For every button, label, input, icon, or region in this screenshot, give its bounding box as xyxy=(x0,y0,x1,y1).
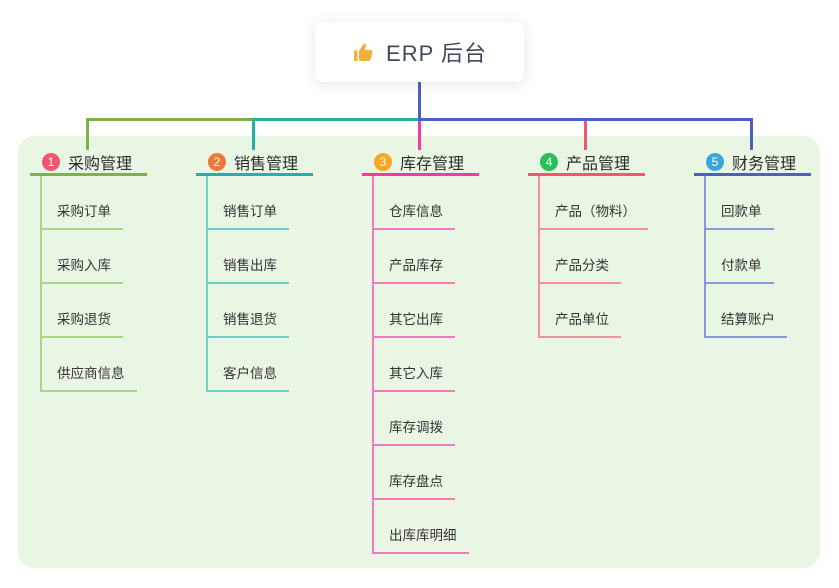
root-node: ERP 后台 xyxy=(315,22,524,82)
child-label: 出库库明细 xyxy=(374,524,469,554)
diagram-panel xyxy=(18,136,820,568)
child-row: 产品（物料） xyxy=(540,176,688,230)
branch-label: 库存管理 xyxy=(400,155,465,173)
connector-branch-drop xyxy=(750,121,753,150)
child-label: 库存盘点 xyxy=(374,470,455,500)
branch-number-badge: 5 xyxy=(706,152,724,171)
branch-title: 4 产品管理 xyxy=(528,150,645,176)
child-label: 销售订单 xyxy=(208,200,289,230)
thumbs-up-icon xyxy=(352,40,376,64)
branch-title: 1 采购管理 xyxy=(30,150,147,176)
child-row: 销售出库 xyxy=(208,230,356,284)
child-row: 回款单 xyxy=(706,176,839,230)
child-row: 结算账户 xyxy=(706,284,839,338)
branch-children: 回款单 付款单 结算账户 xyxy=(704,176,839,338)
child-label: 产品库存 xyxy=(374,254,455,284)
branch-children: 销售订单 销售出库 销售退货 客户信息 xyxy=(206,176,356,392)
child-label: 库存调拨 xyxy=(374,416,455,446)
branch-label: 销售管理 xyxy=(234,155,299,173)
child-row: 采购入库 xyxy=(42,230,190,284)
child-label: 回款单 xyxy=(706,200,774,230)
connector-branch-drop xyxy=(86,121,89,150)
branch-number-badge: 3 xyxy=(374,152,392,171)
child-label: 供应商信息 xyxy=(42,362,137,392)
child-label: 其它入库 xyxy=(374,362,455,392)
child-row: 销售订单 xyxy=(208,176,356,230)
child-label: 付款单 xyxy=(706,254,774,284)
branch-children: 产品（物料） 产品分类 产品单位 xyxy=(538,176,688,338)
connector-branch-drop xyxy=(418,121,421,150)
connector-branch-drop xyxy=(584,121,587,150)
branch-title: 5 财务管理 xyxy=(694,150,811,176)
child-row: 采购退货 xyxy=(42,284,190,338)
child-row: 其它出库 xyxy=(374,284,522,338)
connector-branch-drop xyxy=(252,121,255,150)
child-label: 产品（物料） xyxy=(540,200,648,230)
connector-right-segment xyxy=(418,118,753,121)
child-row: 采购订单 xyxy=(42,176,190,230)
child-row: 销售退货 xyxy=(208,284,356,338)
child-row: 产品分类 xyxy=(540,230,688,284)
branch-label: 产品管理 xyxy=(566,155,631,173)
child-row: 付款单 xyxy=(706,230,839,284)
child-row: 供应商信息 xyxy=(42,338,190,392)
child-label: 采购退货 xyxy=(42,308,123,338)
child-row: 库存盘点 xyxy=(374,446,522,500)
child-row: 出库库明细 xyxy=(374,500,522,554)
child-label: 产品分类 xyxy=(540,254,621,284)
branch-title: 3 库存管理 xyxy=(362,150,479,176)
child-label: 产品单位 xyxy=(540,308,621,338)
child-row: 库存调拨 xyxy=(374,392,522,446)
branch-column: 3 库存管理 仓库信息 产品库存 其它出库 其它入库 库存调拨 库存盘点 出库库… xyxy=(362,150,522,554)
branch-column: 1 采购管理 采购订单 采购入库 采购退货 供应商信息 xyxy=(30,150,190,392)
branch-column: 5 财务管理 回款单 付款单 结算账户 xyxy=(694,150,839,338)
child-label: 仓库信息 xyxy=(374,200,455,230)
child-row: 产品单位 xyxy=(540,284,688,338)
branch-column: 2 销售管理 销售订单 销售出库 销售退货 客户信息 xyxy=(196,150,356,392)
branch-children: 仓库信息 产品库存 其它出库 其它入库 库存调拨 库存盘点 出库库明细 xyxy=(372,176,522,554)
child-label: 采购入库 xyxy=(42,254,123,284)
connector-mid-segment xyxy=(252,118,421,121)
connector-left-segment xyxy=(86,118,255,121)
child-label: 销售出库 xyxy=(208,254,289,284)
child-label: 其它出库 xyxy=(374,308,455,338)
child-label: 客户信息 xyxy=(208,362,289,392)
branch-column: 4 产品管理 产品（物料） 产品分类 产品单位 xyxy=(528,150,688,338)
branch-children: 采购订单 采购入库 采购退货 供应商信息 xyxy=(40,176,190,392)
branch-label: 财务管理 xyxy=(732,155,797,173)
connector-root-stem xyxy=(418,82,421,118)
child-row: 客户信息 xyxy=(208,338,356,392)
root-node-label: ERP 后台 xyxy=(386,41,487,66)
child-label: 结算账户 xyxy=(706,308,787,338)
branch-number-badge: 4 xyxy=(540,152,558,171)
child-label: 采购订单 xyxy=(42,200,123,230)
branch-title: 2 销售管理 xyxy=(196,150,313,176)
branch-number-badge: 2 xyxy=(208,152,226,171)
child-row: 其它入库 xyxy=(374,338,522,392)
branch-label: 采购管理 xyxy=(68,155,133,173)
child-row: 仓库信息 xyxy=(374,176,522,230)
child-label: 销售退货 xyxy=(208,308,289,338)
child-row: 产品库存 xyxy=(374,230,522,284)
branch-number-badge: 1 xyxy=(42,152,60,171)
